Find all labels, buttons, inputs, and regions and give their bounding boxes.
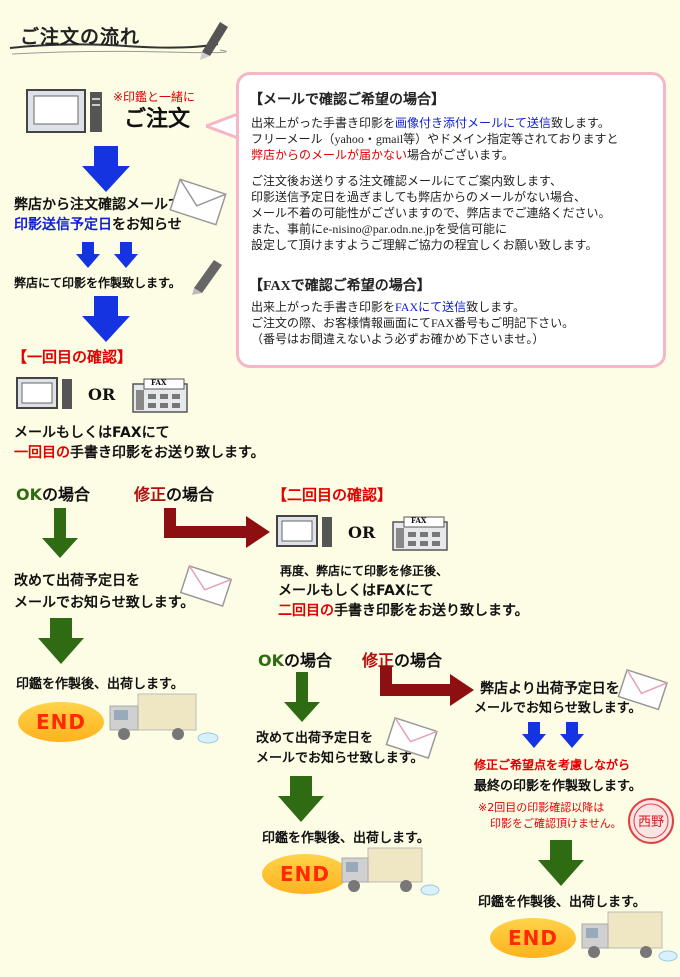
second-fix-ship: 印鑑を作製後、出荷します。 (478, 895, 646, 910)
or-label: OR (348, 523, 376, 542)
pencil-icon (192, 260, 222, 295)
order-label: ご注文 (124, 107, 191, 132)
envelope-icon (617, 668, 668, 711)
arrow-down-green (284, 672, 320, 722)
mail-p8: 設定して頂けますようご理解ご協力の程宜しくお願い致します。 (251, 238, 598, 252)
second-fix-line3: 最終の印影を作製致します。 (474, 779, 642, 794)
seal-stamp-icon: 西野 (628, 798, 674, 844)
mail-p4: ご注文後お送りする注文確認メールにてご案内致します、 (251, 174, 563, 188)
second-fix-red-line: 修正ご希望点を考慮しながら (474, 758, 631, 772)
mail-p3: 弊店からのメールが届かない場合がございます。 (251, 148, 514, 162)
mail-p5: 印影送信予定日を過ぎましても弊店からのメールがない場合、 (251, 190, 587, 204)
confirm-mail-line1: 弊店から注文確認メールで (14, 197, 182, 213)
arrow-down-green (538, 840, 584, 886)
fax-p1: 出来上がった手書き印影をFAXにて送信致します。 (251, 300, 525, 314)
first-ok-label: OKの場合 (16, 485, 91, 504)
end-badge: END (262, 854, 348, 894)
fax-label: FAX (151, 378, 167, 387)
first-ok-ship: 印鑑を作製後、出荷します。 (16, 677, 184, 692)
arrow-right-red (164, 508, 270, 548)
fax-icon (132, 378, 188, 413)
second-line0: 再度、弊店にて印影を修正後、 (280, 564, 449, 578)
bubble-tail (206, 112, 240, 141)
create-stamp-text: 弊店にて印影を作製致します。 (14, 276, 181, 290)
double-arrow-blue (522, 722, 584, 748)
order-note: ※印鑑と一緒に (113, 90, 196, 104)
second-line2: 二回目の手書き印影をお送り致します。 (278, 603, 529, 619)
arrow-down-blue (82, 296, 130, 342)
info-box: 【メールで確認ご希望の場合】 出来上がった手書き印影を画像付き添付メールにて送信… (236, 72, 666, 368)
end-badge: END (490, 918, 576, 958)
mail-p2: フリーメール（yahoo・gmail等）やドメイン指定等されておりますと (251, 132, 619, 146)
second-ok-label: OKの場合 (258, 651, 333, 670)
mail-p7: また、事前にe-nisino@par.odn.ne.jpを受信可能に (251, 222, 508, 236)
second-ok-line1: 改めて出荷予定日を (256, 731, 374, 746)
truck-icon (109, 693, 219, 744)
second-check-heading: 【二回目の確認】 (272, 486, 393, 504)
second-line1: メールもしくはFAXにて (278, 583, 434, 599)
page-title: ご注文の流れ (20, 26, 141, 48)
computer-icon (26, 89, 102, 133)
second-ok-line2: メールでお知らせ致します。 (256, 751, 424, 766)
arrow-down-green (42, 508, 78, 558)
fax-p2: ご注文の際、お客様情報画面にてFAX番号もご明記下さい。 (251, 316, 575, 330)
first-line2: 一回目の手書き印影をお送り致します。 (14, 445, 265, 461)
envelope-icon (179, 564, 233, 608)
fax-p3: （番号はお間違えないよう必ずお確かめ下さいませ。） (251, 332, 545, 346)
first-ok-line1: 改めて出荷予定日を (14, 573, 140, 589)
envelope-icon (169, 178, 227, 226)
first-ok-line2: メールでお知らせ致します。 (14, 595, 195, 611)
arrow-right-red (380, 666, 474, 706)
fax-heading: 【FAXで確認ご希望の場合】 (249, 279, 431, 294)
or-label: OR (88, 385, 116, 404)
first-check-heading: 【一回目の確認】 (12, 348, 133, 366)
mail-p6: メール不着の可能性がございますので、弊店までご連絡ください。 (251, 206, 611, 220)
second-fix-note2: 印影をご確認頂けません。 (490, 817, 622, 830)
second-fix-note1: ※2回目の印影確認以降は (478, 801, 605, 814)
second-fix-line2: メールでお知らせ致します。 (474, 701, 642, 716)
first-line1: メールもしくはFAXにて (14, 425, 170, 441)
fax-label: FAX (411, 516, 427, 525)
confirm-mail-line2: 印影送信予定日をお知らせ (14, 217, 182, 233)
seal-text: 西野 (638, 815, 664, 830)
second-ok-ship: 印鑑を作製後、出荷します。 (262, 831, 430, 846)
fax-icon (392, 516, 448, 551)
arrow-down-green (38, 618, 84, 664)
computer-icon (16, 377, 72, 409)
end-badge: END (18, 702, 104, 742)
first-fix-label: 修正の場合 (134, 485, 215, 504)
mail-heading: 【メールで確認ご希望の場合】 (249, 93, 445, 108)
pencil-icon (200, 22, 228, 60)
title-banner (9, 22, 228, 60)
envelope-icon (385, 716, 438, 760)
truck-icon (581, 911, 678, 962)
truck-icon (341, 847, 440, 896)
arrow-down-blue (82, 146, 130, 192)
mail-p1: 出来上がった手書き印影を画像付き添付メールにて送信致します。 (251, 116, 610, 130)
computer-icon (276, 515, 332, 547)
double-arrow-blue (76, 242, 138, 268)
second-fix-line1: 弊店より出荷予定日を (480, 681, 620, 697)
arrow-down-green (278, 776, 324, 822)
second-fix-label: 修正の場合 (362, 651, 443, 670)
